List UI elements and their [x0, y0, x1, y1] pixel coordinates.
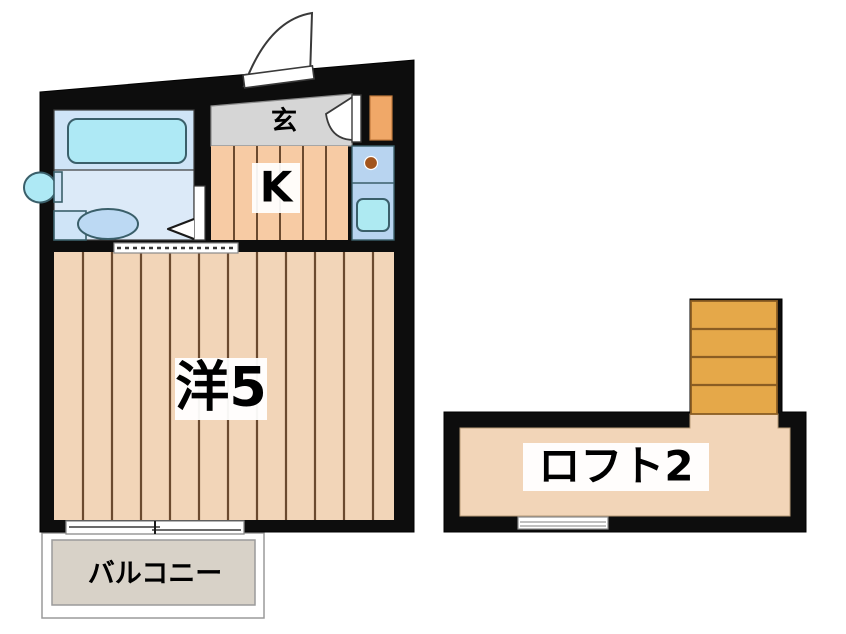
bathroom-area [23, 109, 206, 241]
entrance-door-panel[interactable] [242, 64, 315, 89]
genkan-area: 玄 [210, 93, 353, 147]
stair-treads [691, 327, 777, 387]
interior-door-icon[interactable] [325, 94, 362, 143]
main-room-label: 洋5 [175, 356, 267, 419]
kitchen-area: K [211, 146, 348, 240]
folding-door-icon[interactable] [166, 185, 206, 241]
shoe-cabinet-icon [369, 95, 393, 141]
folding-door-leaf[interactable] [166, 217, 195, 241]
washbasin-icon [77, 208, 139, 240]
gas-burner-icon [363, 155, 379, 171]
genkan-label: 玄 [271, 106, 297, 137]
folding-door-panel[interactable] [193, 185, 206, 241]
bathtub-icon [67, 118, 187, 164]
loft-label: ロフト2 [538, 442, 693, 491]
loft-window-frame [517, 516, 609, 530]
main-room-area: 洋5 [54, 252, 394, 520]
toilet-icon [23, 171, 57, 204]
main-room-plank-lines [81, 252, 375, 520]
entrance-door-icon[interactable] [242, 11, 315, 89]
kitchen-sink-unit [351, 145, 395, 241]
loft-window-icon [517, 516, 609, 530]
balcony-label: バルコニー [88, 559, 222, 590]
kitchen-label-bg [252, 163, 300, 213]
kitchen-sink-basin-icon [356, 198, 390, 232]
kitchen-label: K [260, 163, 294, 212]
room-threshold-door[interactable] [113, 242, 239, 254]
toilet-tank-icon [53, 171, 63, 203]
loft-label-bg [523, 443, 709, 491]
main-room-label-bg [175, 358, 267, 420]
balcony-sliding-door-icon[interactable] [65, 520, 245, 535]
loft-stairs-icon [690, 300, 778, 415]
balcony-floor [51, 539, 256, 606]
balcony-area: バルコニー [41, 532, 265, 619]
interior-door-panel[interactable] [351, 94, 362, 143]
